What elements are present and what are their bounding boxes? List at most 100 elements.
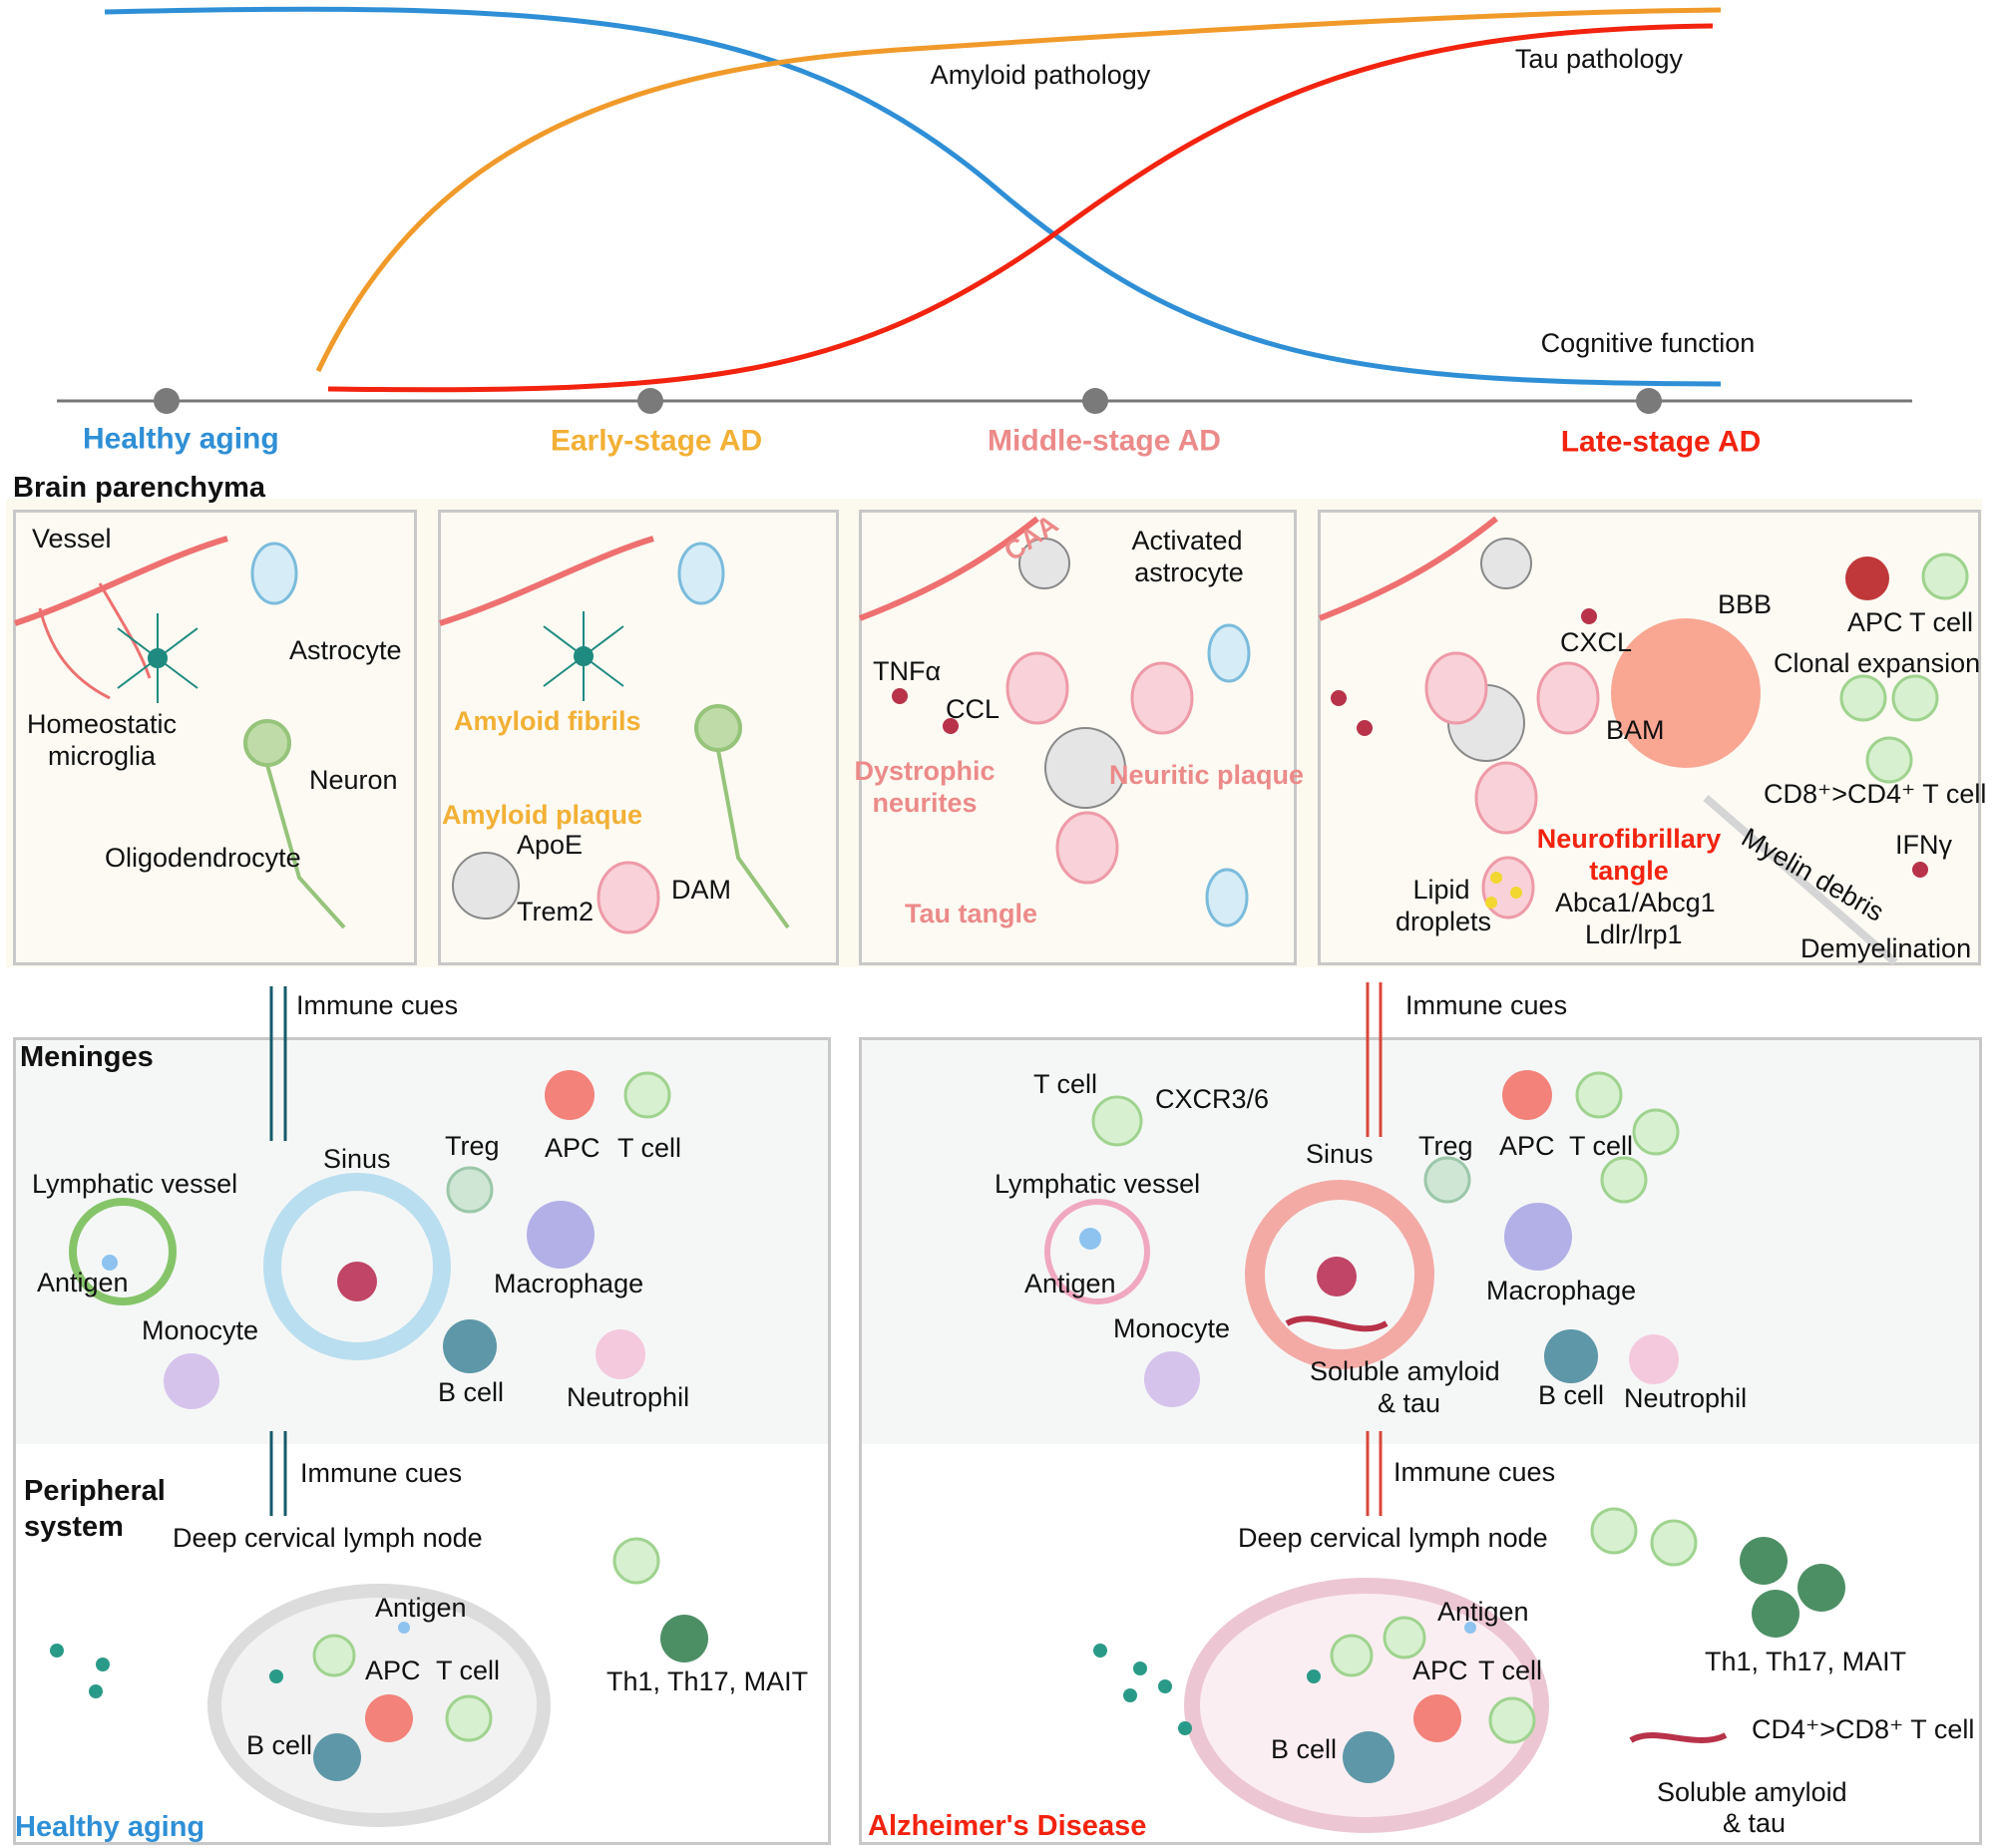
trem2-label: Trem2 (517, 897, 595, 927)
particle-icon (50, 1644, 283, 1698)
t-cell-label: T cell (1569, 1131, 1634, 1162)
stage-middle-ad: Middle-stage AD (988, 424, 1221, 458)
apoe-label: ApoE (517, 830, 584, 861)
stage-healthy-aging: Healthy aging (83, 422, 279, 456)
ln-t-cell-label: T cell (436, 1656, 501, 1686)
cd4-cd8-label: CD4⁺>CD8⁺ T cell (1752, 1714, 1975, 1745)
ifng-label: IFNγ (1895, 830, 1952, 861)
lymph-node-label: Deep cervical lymph node (1238, 1523, 1548, 1554)
antigen-icon (102, 1255, 118, 1271)
ccl-label: CCL (946, 694, 1000, 725)
t-cell-label: T cell (617, 1133, 682, 1164)
macrophage-icon (527, 1201, 595, 1269)
lipid-droplets-label-2: droplets (1395, 907, 1492, 937)
immune-cues-label: Immune cues (300, 1458, 463, 1489)
neurofibrillary-tangle-label-1: Neurofibrillary (1536, 824, 1722, 855)
lymph-node-label: Deep cervical lymph node (173, 1523, 483, 1554)
soluble-amyloid-label-1: Soluble amyloid (1310, 1356, 1500, 1387)
lymphatic-vessel-icon (1044, 1199, 1150, 1304)
ln-apc-label: APC (365, 1656, 421, 1686)
meninges-title: Meninges (20, 1041, 154, 1074)
sinus-cell-icon (337, 1262, 377, 1301)
neuritic-plaque-label: Neuritic plaque (1109, 760, 1305, 791)
antigen-label: Antigen (1024, 1269, 1116, 1299)
stage-early-ad: Early-stage AD (550, 424, 763, 458)
apc-icon (365, 1694, 413, 1742)
th-label: Th1, Th17, MAIT (1705, 1647, 1907, 1677)
b-cell-icon (1343, 1731, 1395, 1783)
lymphatic-vessel-label: Lymphatic vessel (32, 1169, 238, 1200)
cytokine-icon (892, 608, 1928, 878)
dystrophic-neurites-label-1: Dystrophic (854, 756, 996, 787)
sinus-icon (1245, 1180, 1434, 1369)
monocyte-label: Monocyte (1113, 1313, 1231, 1344)
b-cell-icon (1544, 1329, 1598, 1383)
th-cell-icon (1740, 1537, 1845, 1638)
b-cell-label: B cell (438, 1377, 505, 1408)
microglia-label-1: Homeostatic (26, 709, 178, 740)
ln-antigen-label: Antigen (375, 1593, 467, 1624)
immune-cues-arrow (1366, 982, 1383, 1516)
apc-label: APC (1499, 1131, 1555, 1162)
cognitive-function-curve (104, 6, 1722, 387)
neutrophil-icon (1629, 1334, 1679, 1384)
t-cell-icon (1091, 1095, 1143, 1147)
vessel-icon (14, 516, 1498, 700)
microglia-label-2: microglia (47, 741, 157, 772)
immune-cues-label: Immune cues (1394, 1457, 1556, 1488)
sinus-label: Sinus (323, 1144, 391, 1175)
stage-late-ad: Late-stage AD (1560, 425, 1762, 459)
microglia-icon (117, 611, 624, 703)
sinus-icon (263, 1173, 451, 1360)
t-cell-icon (445, 1694, 493, 1742)
myelin-debris-icon (1703, 794, 1898, 966)
macrophage-label: Macrophage (1486, 1276, 1637, 1306)
cd8-cd4-label: CD8⁺>CD4⁺ T cell (1764, 779, 1987, 810)
tau-curve-label: Tau pathology (1514, 44, 1684, 75)
tau-tangle-label: Tau tangle (905, 899, 1038, 929)
lymphatic-vessel-label: Lymphatic vessel (995, 1169, 1201, 1200)
b-cell-icon (443, 1319, 497, 1373)
particle-icon (1093, 1644, 1321, 1735)
treg-icon (446, 1166, 494, 1214)
ln-antigen-label: Antigen (1437, 1597, 1529, 1628)
abca-label: Abca1/Abcg1 (1555, 888, 1716, 919)
cognitive-curve-label: Cognitive function (1540, 328, 1756, 359)
monocyte-label: Monocyte (142, 1315, 259, 1346)
activated-astrocyte-label-2: astrocyte (1134, 557, 1244, 588)
ln-apc-label: APC (1412, 1656, 1468, 1686)
dam-label: DAM (671, 875, 731, 906)
antigen-label: Antigen (37, 1268, 129, 1298)
sinus-cell-icon (1317, 1257, 1357, 1296)
macrophage-icon (1504, 1203, 1572, 1271)
astrocyte-label: Astrocyte (289, 635, 402, 666)
amyloid-fibrils-label: Amyloid fibrils (454, 706, 641, 737)
neurofibrillary-tangle-label-2: tangle (1589, 856, 1669, 887)
neutrophil-label: Neutrophil (567, 1382, 690, 1413)
vessel-label: Vessel (32, 524, 112, 554)
t-cell-label: T cell (1033, 1069, 1098, 1100)
activated-astrocyte-label-1: Activated (1131, 526, 1243, 556)
stage-dot (637, 388, 663, 414)
alzheimers-disease-footer: Alzheimer's Disease (868, 1810, 1147, 1843)
macrophage-label: Macrophage (494, 1269, 644, 1299)
monocyte-icon (1144, 1351, 1200, 1407)
dam-microglia-icon (597, 651, 1600, 934)
lipid-droplets-label-1: Lipid (1412, 875, 1470, 906)
stage-dot (154, 388, 180, 414)
amyloid-plaque-label: Amyloid plaque (442, 800, 643, 831)
ln-soluble-amyloid-label-1: Soluble amyloid (1657, 1777, 1847, 1808)
bbb-icon (1611, 618, 1761, 768)
peripheral-system-title-2: system (24, 1511, 124, 1544)
tau-fragment-icon (1629, 1732, 1728, 1743)
apc-icon (1413, 1694, 1461, 1742)
immune-cues-arrow (269, 986, 287, 1516)
peripheral-system-title-1: Peripheral (24, 1475, 166, 1508)
cxcr-label: CXCR3/6 (1155, 1084, 1270, 1115)
ln-b-cell-label: B cell (246, 1730, 313, 1761)
monocyte-icon (164, 1353, 219, 1409)
neuron-label: Neuron (309, 765, 398, 796)
bam-label: BAM (1606, 715, 1665, 746)
